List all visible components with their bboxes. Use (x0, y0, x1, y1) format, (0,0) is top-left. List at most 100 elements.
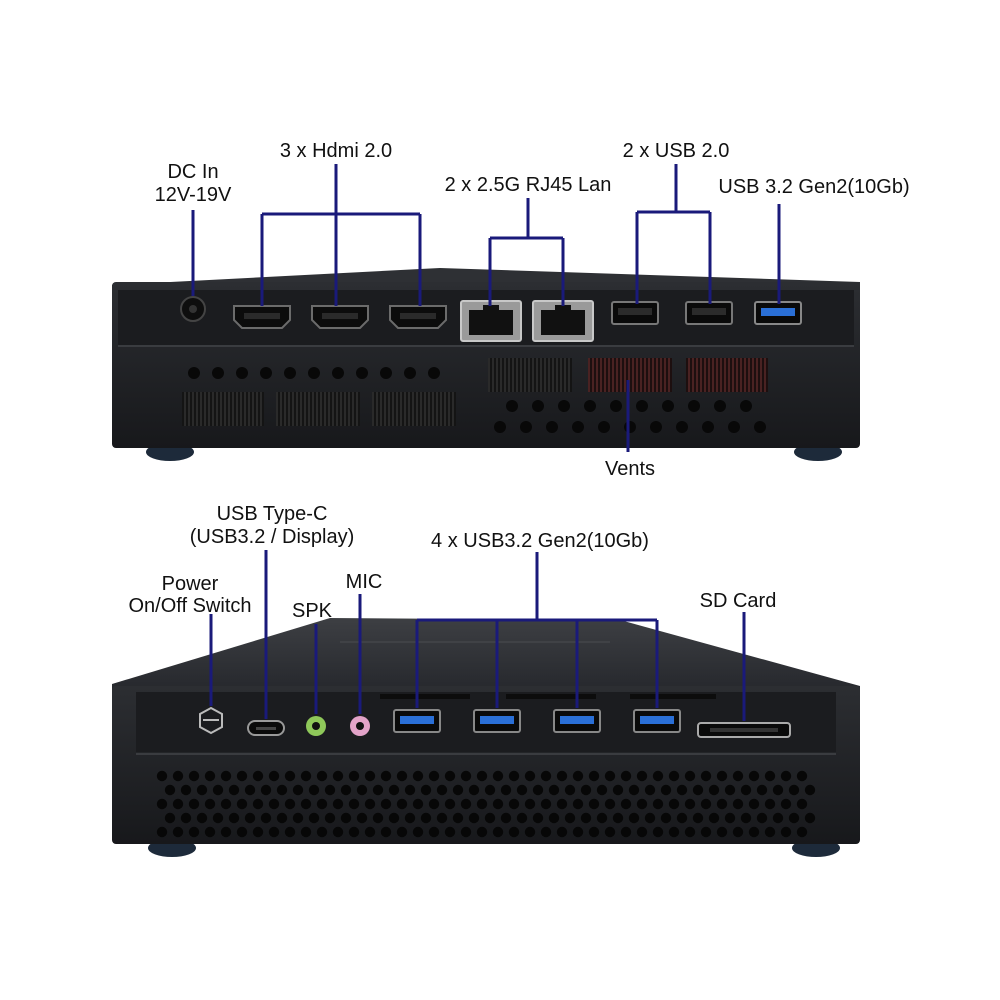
vent-hole (732, 798, 744, 810)
vent-hole (572, 770, 584, 782)
rj45-port-icon (532, 300, 594, 342)
vent-hole (668, 798, 680, 810)
vent-hole (412, 770, 424, 782)
vent-hole (628, 812, 640, 824)
label-hdmi: 3 x Hdmi 2.0 (280, 140, 392, 162)
vent-hole (252, 798, 264, 810)
vent-hole (532, 812, 544, 824)
vent-hole (356, 784, 368, 796)
rear-vent-fan (588, 358, 672, 392)
vent-hole (468, 812, 480, 824)
vent-hole (524, 798, 536, 810)
vent-hole (244, 784, 256, 796)
vent-hole (252, 770, 264, 782)
vent-hole (460, 770, 472, 782)
vent-hole (660, 784, 672, 796)
vent-hole (684, 798, 696, 810)
vent-hole (548, 812, 560, 824)
vent-hole (436, 784, 448, 796)
vent-hole (452, 784, 464, 796)
vent-hole (220, 826, 232, 838)
front-device (112, 618, 860, 857)
vent-hole (540, 826, 552, 838)
vent-hole (268, 770, 280, 782)
label-power-switch: On/Off Switch (128, 595, 251, 617)
label-dc-in: DC In (167, 161, 218, 183)
vent-hole (156, 770, 168, 782)
power-button-icon[interactable] (199, 706, 223, 735)
vent-hole (156, 798, 168, 810)
vent-hole (380, 826, 392, 838)
vent-hole (716, 798, 728, 810)
label-usbc: USB Type-C (217, 503, 328, 525)
vent-hole (716, 770, 728, 782)
vent-hole (212, 812, 224, 824)
vent-hole (380, 798, 392, 810)
vent-hole (444, 770, 456, 782)
label-usbc-detail: (USB3.2 / Display) (190, 526, 355, 548)
vent-hole (276, 784, 288, 796)
vent-hole (692, 812, 704, 824)
vent-hole (732, 770, 744, 782)
vent-hole (292, 812, 304, 824)
vent-hole (620, 798, 632, 810)
vent-hole (772, 812, 784, 824)
vent-hole (188, 798, 200, 810)
vent-hole (684, 826, 696, 838)
vent-hole (492, 826, 504, 838)
vent-hole (588, 798, 600, 810)
vent-hole (604, 798, 616, 810)
vent-hole (500, 784, 512, 796)
vent-hole (668, 770, 680, 782)
vent-hole (588, 770, 600, 782)
vent-hole (780, 798, 792, 810)
vent-hole (396, 770, 408, 782)
label-spk: SPK (292, 600, 333, 622)
vent-hole (260, 784, 272, 796)
vent-hole (780, 770, 792, 782)
vent-hole (724, 784, 736, 796)
vent-hole (180, 784, 192, 796)
vent-hole (188, 770, 200, 782)
vent-hole (436, 812, 448, 824)
vent-hole (740, 812, 752, 824)
vent-hole (348, 770, 360, 782)
vent-hole (412, 826, 424, 838)
vent-hole (156, 826, 168, 838)
vent-hole (308, 812, 320, 824)
label-usb2: 2 x USB 2.0 (623, 140, 730, 162)
rear-vent-slot (372, 392, 456, 426)
vent-hole (300, 798, 312, 810)
vent-hole (332, 826, 344, 838)
vent-hole (364, 798, 376, 810)
vent-hole (644, 812, 656, 824)
vent-hole (748, 798, 760, 810)
vent-hole (572, 798, 584, 810)
vent-hole (204, 798, 216, 810)
vent-hole (716, 826, 728, 838)
vent-hole (580, 784, 592, 796)
vent-hole (292, 784, 304, 796)
vent-hole (172, 770, 184, 782)
vent-hole (628, 784, 640, 796)
vent-hole (508, 770, 520, 782)
vent-hole (492, 770, 504, 782)
vent-hole (516, 784, 528, 796)
vent-hole (348, 798, 360, 810)
vent-hole (772, 784, 784, 796)
vent-hole (748, 826, 760, 838)
usb-c-port-icon (247, 720, 285, 736)
vent-hole (420, 784, 432, 796)
vent-hole (348, 826, 360, 838)
vent-hole (316, 770, 328, 782)
vent-hole (484, 784, 496, 796)
vent-hole (612, 812, 624, 824)
vent-hole (284, 826, 296, 838)
vent-hole (372, 784, 384, 796)
vent-hole (756, 812, 768, 824)
vent-hole (164, 784, 176, 796)
vent-hole (444, 826, 456, 838)
vent-hole (652, 826, 664, 838)
vent-hole (676, 784, 688, 796)
label-lan: 2 x 2.5G RJ45 Lan (445, 174, 612, 196)
